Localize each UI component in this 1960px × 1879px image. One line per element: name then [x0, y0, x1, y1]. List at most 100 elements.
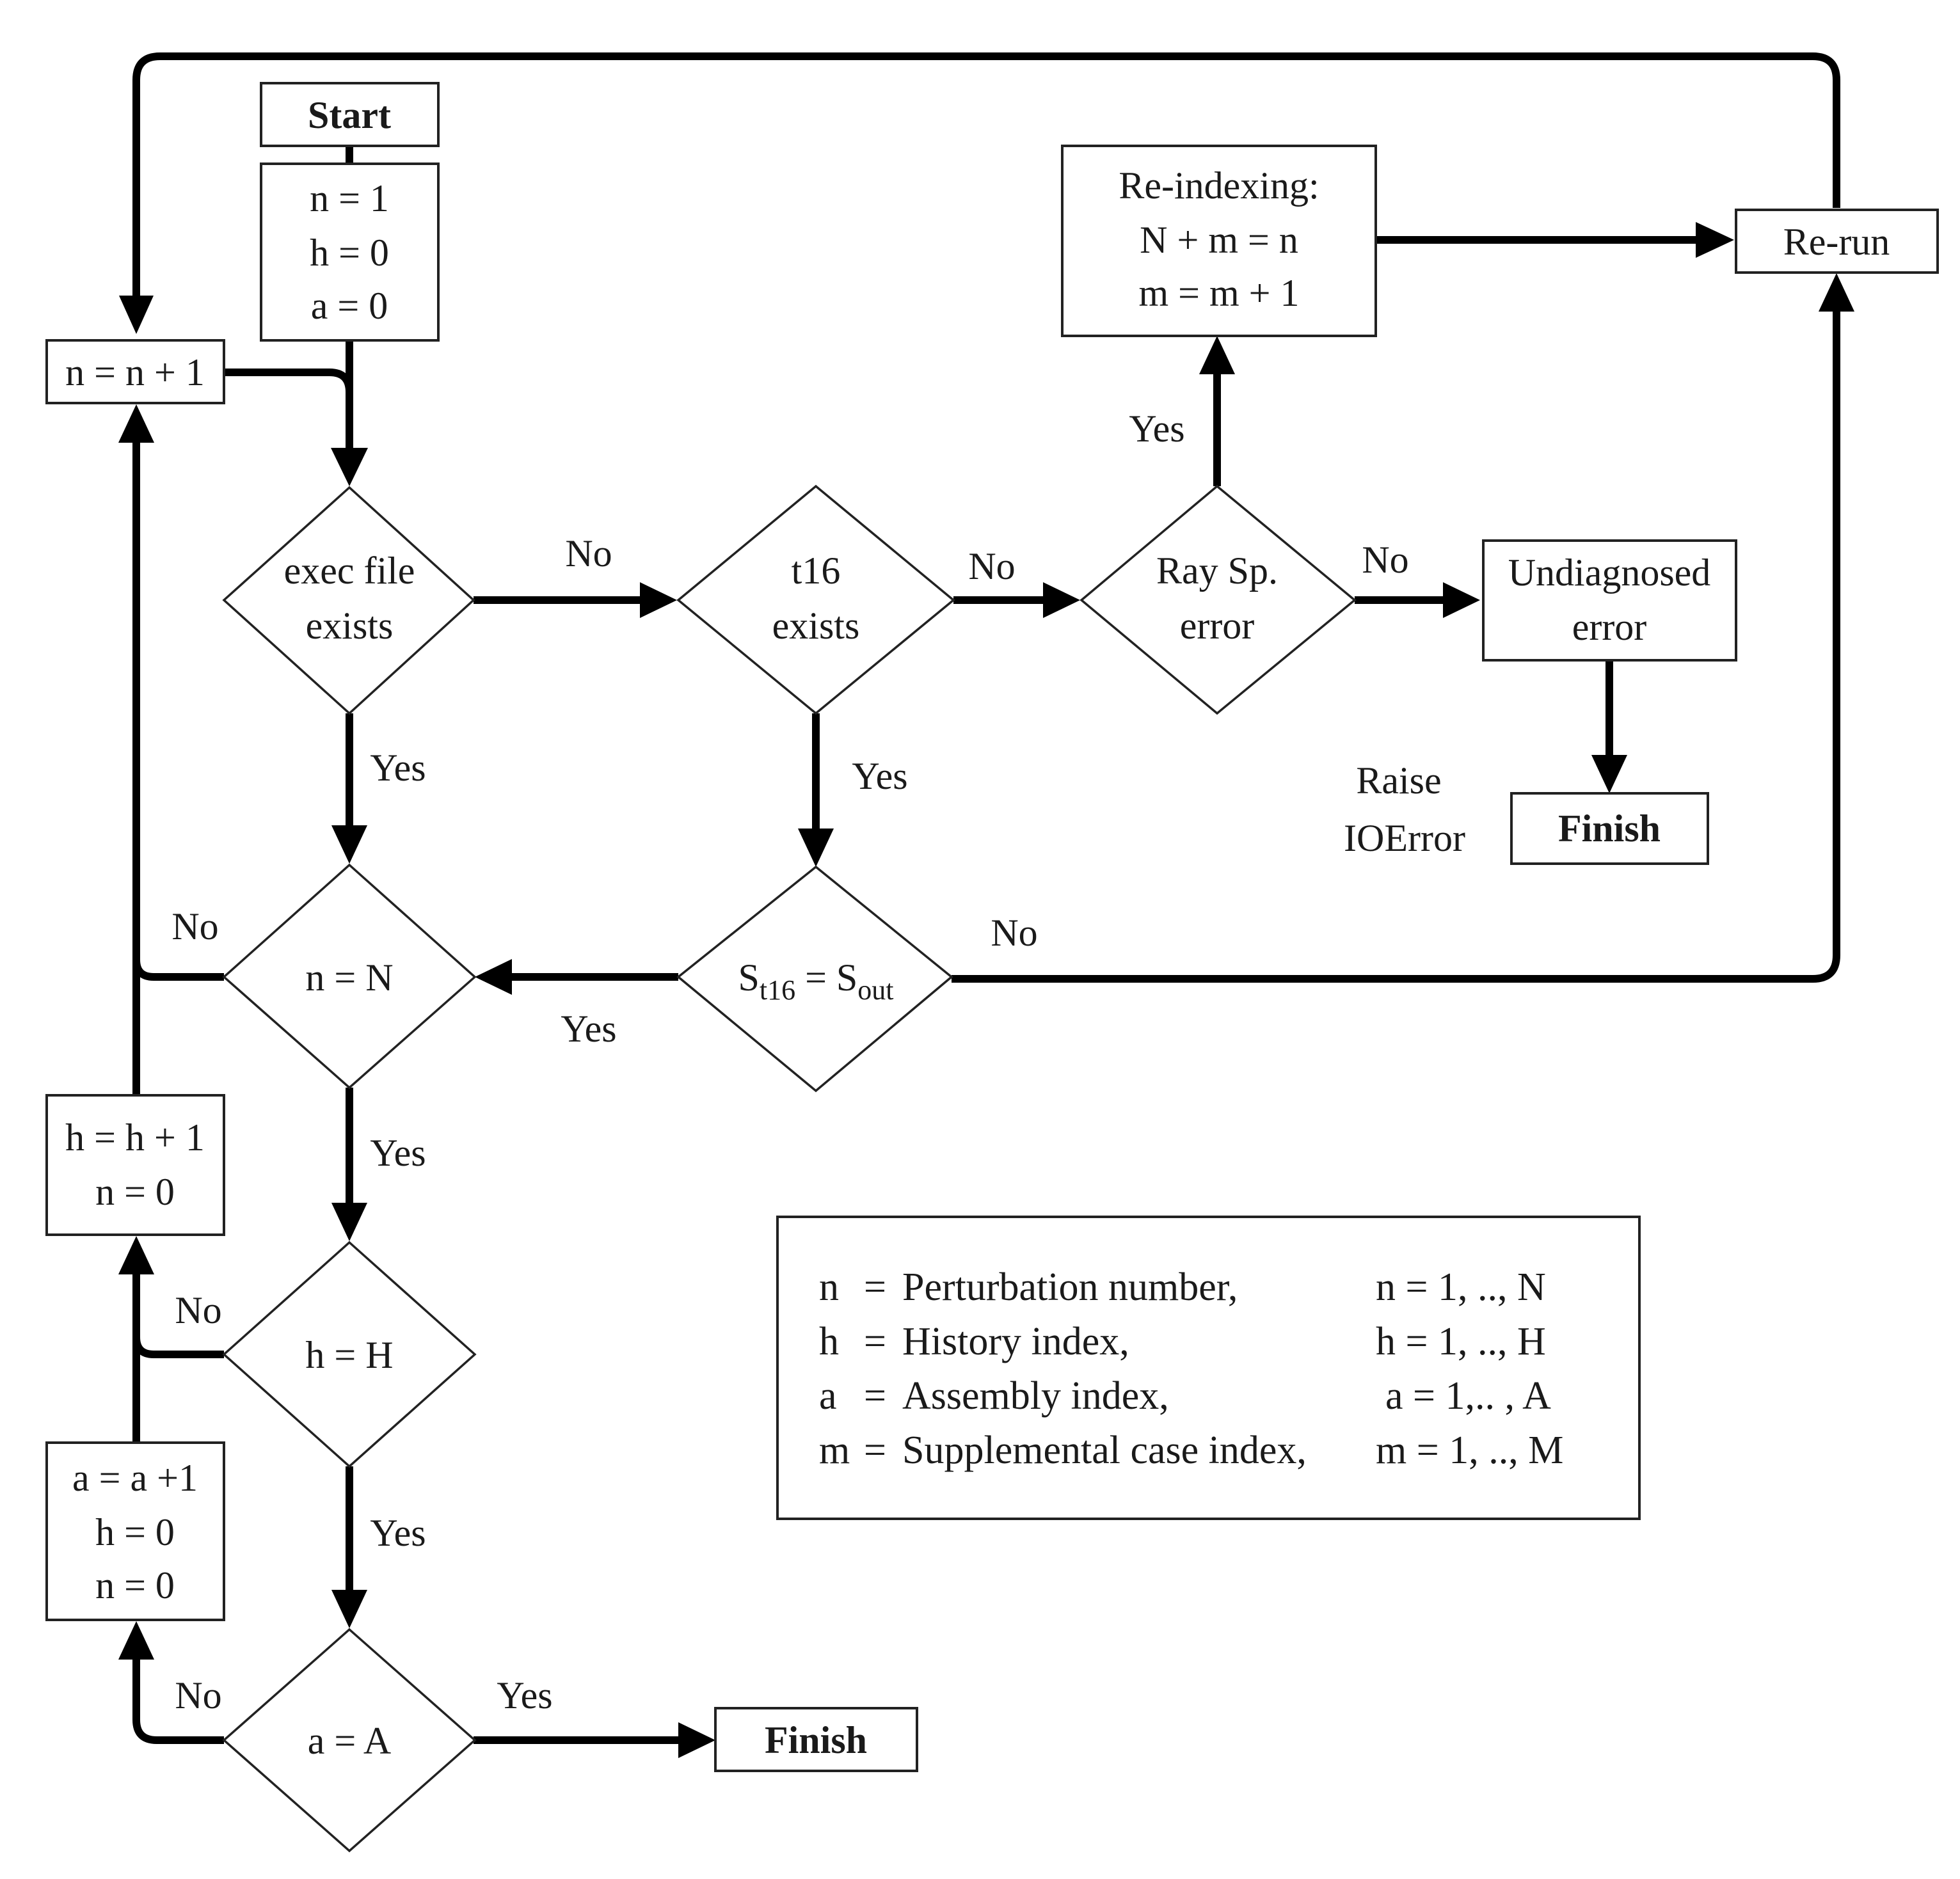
inc-a-line: a = a +1: [72, 1457, 198, 1499]
legend-range: a = 1,.. , A: [1385, 1374, 1551, 1418]
legend-equals: =: [864, 1374, 886, 1418]
edges: [118, 52, 1854, 1758]
decision-line: exists: [306, 605, 394, 647]
arrowhead: [1696, 222, 1734, 258]
arrowhead: [678, 1722, 715, 1758]
legend-symbol: m: [819, 1429, 850, 1472]
legend-range: n = 1, .., N: [1376, 1265, 1546, 1309]
arrowhead: [118, 1621, 154, 1660]
legend-desc: History index,: [902, 1320, 1129, 1363]
raise-ioerror-note: Raise IOError: [1344, 759, 1465, 859]
legend-row: a = Assembly index, a = 1,.. , A: [819, 1374, 1551, 1418]
legend-symbol: n: [819, 1265, 839, 1309]
rerun-node: Re-run: [1735, 209, 1939, 274]
inc-a-line: n = 0: [95, 1564, 175, 1606]
t16-exists-decision: t16 exists: [676, 484, 955, 715]
s-equal-label: St16 = Sout: [738, 956, 893, 1006]
arrowhead: [798, 829, 834, 867]
edge-label-no: No: [175, 1289, 221, 1331]
reindex-line: m = m + 1: [1138, 272, 1299, 314]
init-line: n = 1: [310, 177, 389, 219]
arrowhead: [1199, 336, 1235, 374]
arrowhead: [1591, 755, 1627, 793]
inc-n-node: n = n + 1: [45, 339, 225, 404]
legend-equals: =: [864, 1265, 886, 1309]
arrowhead: [1043, 582, 1080, 618]
arrowhead: [475, 959, 512, 995]
legend-equals: =: [864, 1429, 886, 1472]
init-line: h = 0: [310, 232, 389, 274]
edge-label-yes: Yes: [497, 1674, 552, 1716]
decision-line: t16: [792, 550, 841, 592]
legend-desc: Assembly index,: [902, 1374, 1169, 1418]
edge-label-yes: Yes: [852, 755, 907, 797]
decision-label: a = A: [308, 1720, 392, 1762]
s-mid: = S: [795, 956, 857, 999]
arrowhead: [1443, 582, 1480, 618]
arrowhead: [118, 1236, 154, 1274]
arrowhead: [1819, 273, 1854, 312]
edge-inc-n-to-exec: [224, 369, 353, 393]
edge-label-no: No: [175, 1674, 221, 1716]
arrowhead: [118, 404, 154, 443]
reindex-node: Re-indexing: N + m = n m = m + 1: [1061, 145, 1377, 337]
a-eq-A-decision: a = A: [222, 1628, 477, 1853]
edge-label-yes: Yes: [370, 1512, 426, 1554]
legend-row: m = Supplemental case index, m = 1, .., …: [819, 1429, 1563, 1472]
raise-line: Raise: [1356, 759, 1441, 802]
legend-symbol: a: [819, 1374, 837, 1418]
reindex-line: Re-indexing:: [1119, 164, 1319, 207]
raise-line: IOError: [1344, 817, 1465, 859]
s-base: S: [738, 956, 759, 999]
inc-h-node: h = h + 1 n = 0: [45, 1094, 225, 1236]
s-sub: out: [857, 974, 893, 1006]
legend-range: h = 1, .., H: [1376, 1320, 1546, 1363]
edge-label-no: No: [171, 905, 218, 947]
inc-h-line: h = h + 1: [65, 1116, 205, 1159]
edge-rerun-to-inc-n: [132, 52, 1840, 296]
start-node: Start: [260, 82, 440, 147]
legend-symbol: h: [819, 1320, 839, 1363]
inc-a-node: a = a +1 h = 0 n = 0: [45, 1441, 225, 1621]
legend-range: m = 1, .., M: [1376, 1429, 1563, 1472]
edge-aA-no: [132, 1658, 224, 1744]
decision-line: exists: [772, 605, 860, 647]
n-eq-N-decision: n = N: [222, 863, 477, 1090]
decision-line: Ray Sp.: [1156, 550, 1278, 592]
legend-desc: Supplemental case index,: [902, 1429, 1307, 1472]
edge-label-yes: Yes: [561, 1008, 616, 1050]
start-label: Start: [308, 94, 391, 136]
h-eq-H-decision: h = H: [222, 1241, 477, 1468]
arrowhead: [331, 825, 367, 864]
legend-row: n = Perturbation number, n = 1, .., N: [819, 1265, 1546, 1309]
decision-label: n = N: [305, 956, 393, 999]
finish-bottom-node: Finish: [714, 1707, 918, 1772]
decision-line: error: [1180, 605, 1255, 647]
edge-label-yes: Yes: [1129, 408, 1184, 450]
ray-error-decision: Ray Sp. error: [1080, 484, 1357, 715]
rerun-label: Re-run: [1783, 221, 1890, 263]
edge-labels: No No No Yes Yes Yes No Yes No Yes No Ye…: [171, 408, 1408, 1716]
undiagnosed-line: error: [1572, 606, 1647, 648]
legend-equals: =: [864, 1320, 886, 1363]
exec-exists-decision: exec file exists: [222, 486, 475, 715]
edge-label-no: No: [565, 532, 612, 575]
legend-desc: Perturbation number,: [902, 1265, 1238, 1309]
undiagnosed-node: Undiagnosed error: [1482, 539, 1737, 662]
legend-box: n = Perturbation number, n = 1, .., N h …: [776, 1216, 1641, 1520]
edge-label-no: No: [991, 912, 1037, 954]
arrowhead: [331, 448, 368, 486]
init-node: n = 1 h = 0 a = 0: [260, 163, 440, 342]
edge-label-yes: Yes: [370, 1132, 426, 1174]
inc-a-line: h = 0: [95, 1511, 175, 1553]
s-sub: t16: [760, 974, 795, 1006]
arrowhead: [640, 582, 677, 618]
legend-row: h = History index, h = 1, .., H: [819, 1320, 1546, 1363]
arrowhead: [331, 1203, 367, 1241]
undiagnosed-line: Undiagnosed: [1508, 551, 1711, 594]
arrowhead: [331, 1590, 367, 1628]
decision-label: h = H: [305, 1334, 393, 1376]
inc-h-line: n = 0: [95, 1171, 175, 1213]
s-equal-decision: St16 = Sout: [676, 865, 953, 1093]
